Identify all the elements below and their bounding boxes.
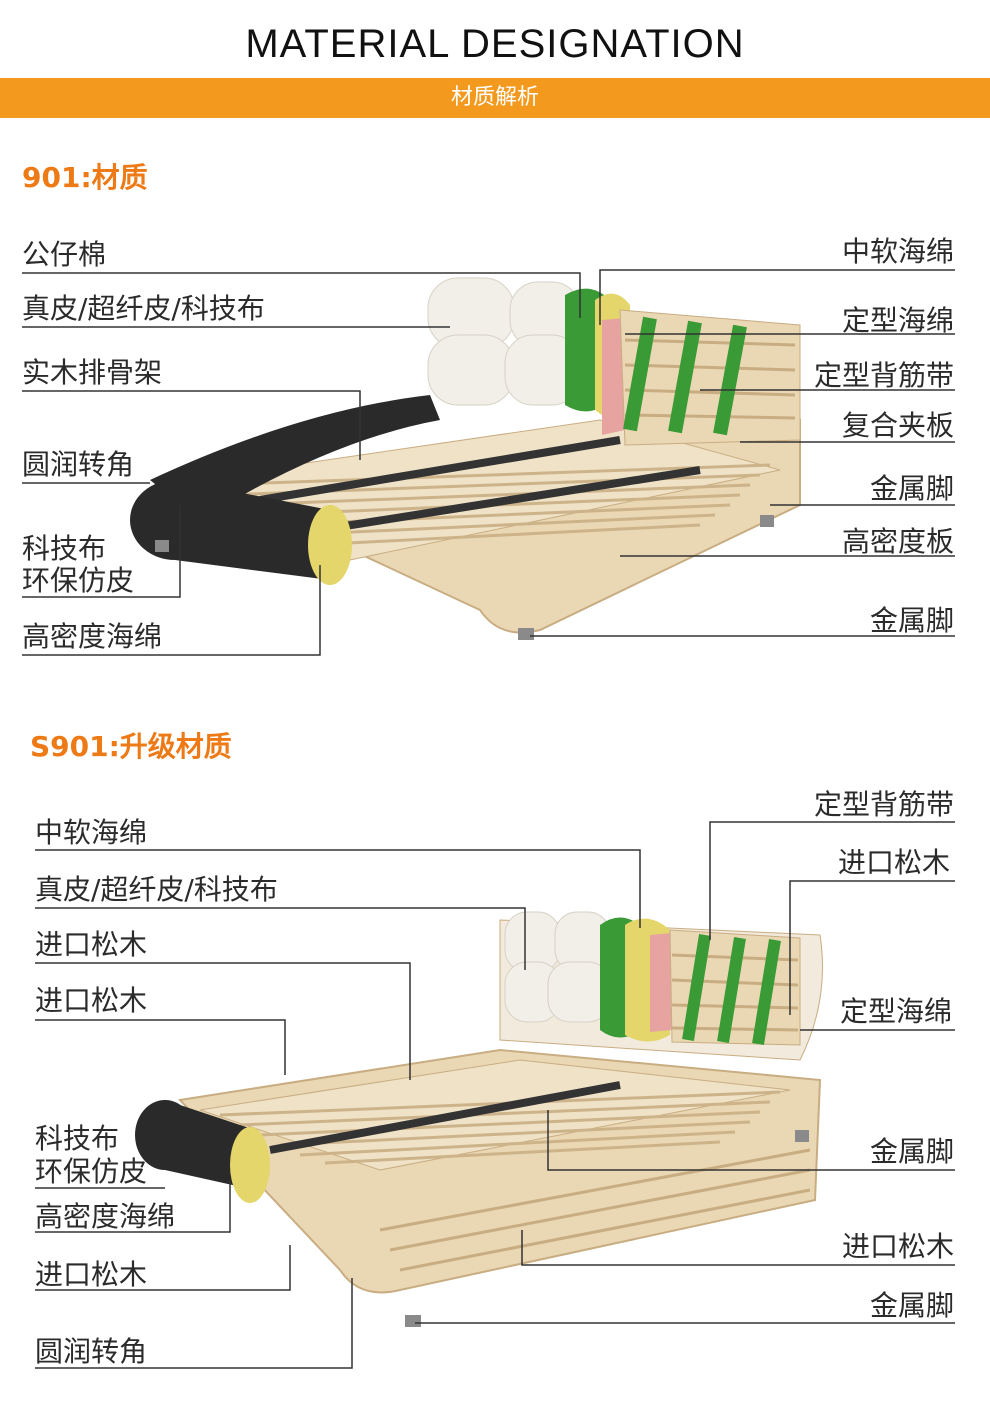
label-plywood: 复合夹板	[841, 409, 954, 442]
label-s901-tech-fabric: 科技布	[35, 1122, 120, 1155]
label-s901-high-density-foam: 高密度海绵	[35, 1200, 176, 1233]
label-medium-soft-foam: 中软海绵	[841, 235, 954, 268]
label-s901-pine-right-2: 进口松木	[841, 1230, 954, 1263]
label-eco-leather: 环保仿皮	[22, 564, 135, 597]
label-s901-metal-foot-1: 金属脚	[869, 1135, 954, 1168]
label-metal-foot-2: 金属脚	[869, 604, 954, 637]
section-title-s901: S901:升级材质	[30, 730, 232, 763]
label-s901-pine-right-1: 进口松木	[837, 846, 950, 879]
label-metal-foot-1: 金属脚	[869, 472, 954, 505]
label-s901-leather-fabric: 真皮/超纤皮/科技布	[35, 873, 278, 906]
label-leather-fabric: 真皮/超纤皮/科技布	[22, 292, 265, 325]
foam-pink-901	[602, 318, 625, 435]
label-tech-fabric: 科技布	[22, 532, 107, 565]
label-s901-back-tendon-strap: 定型背筋带	[813, 788, 954, 821]
label-high-density-board: 高密度板	[841, 525, 954, 558]
section-title-901: 901:材质	[22, 161, 148, 194]
label-s901-eco-leather: 环保仿皮	[35, 1155, 148, 1188]
label-shaped-foam: 定型海绵	[841, 304, 954, 337]
section-banner: 材质解析	[0, 78, 990, 118]
foam-pink-s901	[650, 933, 672, 1032]
bed-side-black-901	[150, 395, 440, 520]
label-s901-shaped-foam: 定型海绵	[839, 995, 952, 1028]
label-high-density-foam: 高密度海绵	[22, 620, 163, 653]
banner-text: 材质解析	[450, 85, 539, 110]
headboard-cushion-3	[427, 334, 515, 406]
label-s901-medium-soft-foam: 中软海绵	[35, 816, 148, 849]
label-s901-round-corner: 圆润转角	[35, 1335, 148, 1368]
label-doll-cotton: 公仔棉	[22, 238, 107, 271]
label-wood-slat-frame: 实木排骨架	[22, 356, 163, 389]
page-title: MATERIAL DESIGNATION	[245, 22, 745, 66]
label-s901-pine-1: 进口松木	[35, 928, 148, 961]
label-s901-pine-3: 进口松木	[35, 1258, 148, 1291]
label-s901-metal-foot-2: 金属脚	[869, 1289, 954, 1322]
label-round-corner: 圆润转角	[22, 448, 135, 481]
label-back-tendon-strap: 定型背筋带	[813, 359, 954, 392]
label-s901-pine-2: 进口松木	[35, 984, 148, 1017]
